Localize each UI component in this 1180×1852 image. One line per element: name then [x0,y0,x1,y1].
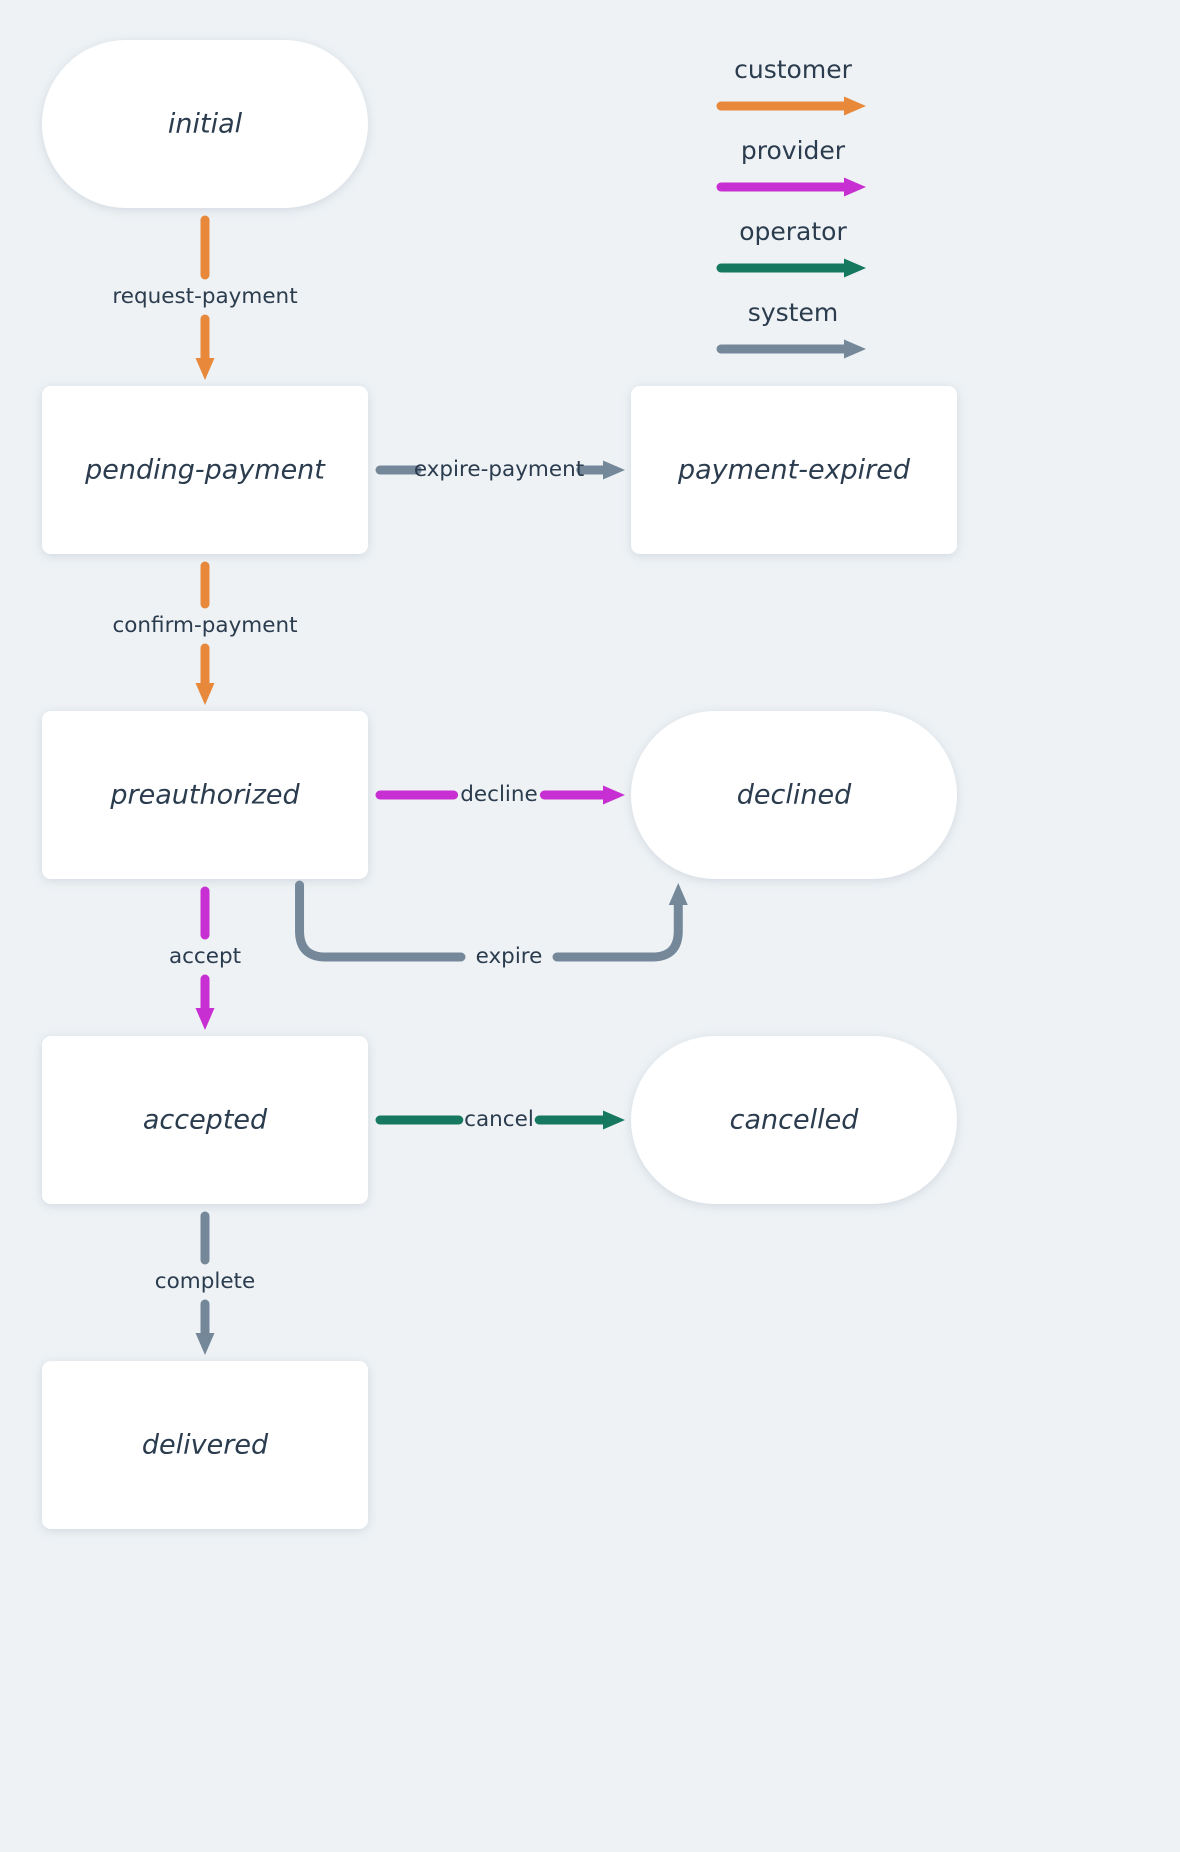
legend-label-customer: customer [734,55,852,84]
legend-item-system[interactable]: system [716,298,866,359]
state-node-pending-payment[interactable]: pending-payment [42,386,368,554]
legend-arrowhead-operator [844,258,866,278]
edge-label-confirm-payment: confirm-payment [112,613,297,638]
node-shape-pill [631,711,957,879]
arrowhead-request-payment [195,358,215,380]
arrowhead-decline [603,785,625,805]
node-label-declined: declined [737,780,852,811]
state-node-delivered[interactable]: delivered [42,1361,368,1529]
node-shape-pill [631,1036,957,1204]
state-node-preauthorized[interactable]: preauthorized [42,711,368,879]
legend-item-operator[interactable]: operator [716,217,866,278]
legend-arrowhead-system [844,339,866,359]
legend-item-provider[interactable]: provider [716,136,866,197]
edge-complete: complete [155,1211,255,1355]
node-shape-rect [42,1036,368,1204]
nodes-layer: initial pending-payment payment-expired pre… [42,40,957,1529]
legend: customer provider operator system [716,55,866,359]
node-shape-rect [42,711,368,879]
edges-layer: request-payment expire-payment confirm-pay… [112,215,688,1355]
edge-expire: expire [295,880,688,969]
arrowhead-cancel [603,1110,625,1130]
node-shape-pill [42,40,368,208]
arrowhead-confirm-payment [195,683,215,705]
edge-request-payment: request-payment [112,215,298,380]
node-label-payment-expired: payment-expired [677,455,911,486]
edge-label-expire-payment: expire-payment [414,457,584,482]
edge-confirm-payment: confirm-payment [112,561,298,705]
state-node-payment-expired[interactable]: payment-expired [631,386,957,554]
node-shape-rect [42,386,368,554]
state-node-initial[interactable]: initial [42,40,368,208]
edge-label-request-payment: request-payment [112,284,297,309]
state-node-cancelled[interactable]: cancelled [631,1036,957,1204]
edge-label-decline: decline [460,782,538,807]
node-label-cancelled: cancelled [730,1105,860,1136]
legend-label-system: system [748,298,838,327]
arrowhead-accept [195,1008,215,1030]
edge-label-cancel: cancel [464,1107,534,1132]
node-label-preauthorized: preauthorized [109,780,300,811]
edge-label-complete: complete [155,1269,255,1294]
node-label-initial: initial [168,109,243,140]
node-shape-rect [631,386,957,554]
arrowhead-complete [195,1333,215,1355]
node-label-delivered: delivered [142,1430,269,1461]
node-label-pending-payment: pending-payment [84,455,326,486]
state-node-declined[interactable]: declined [631,711,957,879]
arrowhead-expire-payment [603,460,625,480]
node-shape-rect [42,1361,368,1529]
legend-item-customer[interactable]: customer [716,55,866,116]
edge-expire-payment: expire-payment [375,457,625,482]
node-label-accepted: accepted [143,1105,268,1136]
legend-label-provider: provider [741,136,846,165]
state-node-accepted[interactable]: accepted [42,1036,368,1204]
edge-cancel: cancel [375,1107,625,1132]
legend-arrowhead-customer [844,96,866,116]
arrowhead-expire [668,883,688,905]
edge-label-expire: expire [476,944,543,969]
edge-line-expire-a [295,880,466,962]
edge-label-accept: accept [169,944,241,969]
edge-line-expire-b [552,900,683,962]
legend-label-operator: operator [739,217,847,246]
edge-decline: decline [375,782,625,807]
legend-arrowhead-provider [844,177,866,197]
edge-accept: accept [169,886,241,1030]
